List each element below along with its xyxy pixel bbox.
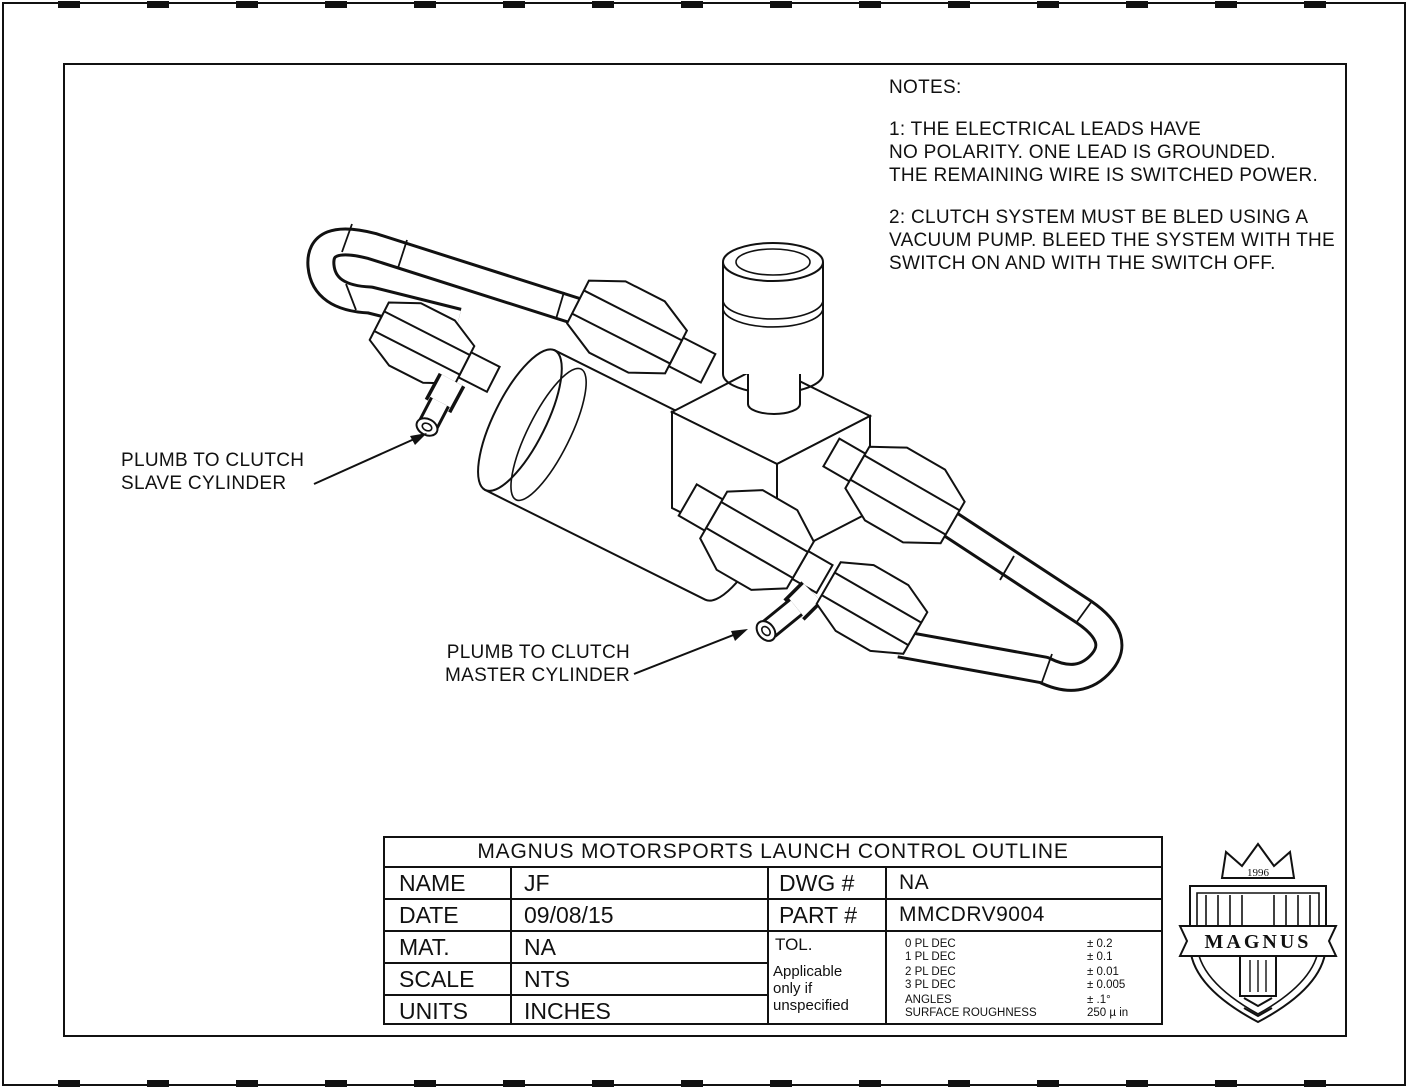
- tol-row: SURFACE ROUGHNESS 250 µ in: [889, 1007, 1161, 1020]
- logo-year: 1996: [1247, 867, 1270, 879]
- units-value: INCHES: [524, 998, 611, 1024]
- tol-value: ± 0.01: [1087, 966, 1119, 978]
- logo-wordmark: MAGNUS: [1205, 931, 1312, 953]
- callout-master-cylinder: PLUMB TO CLUTCH MASTER CYLINDER: [444, 642, 630, 686]
- tol-name: 0 PL DEC: [905, 938, 956, 950]
- scale-label: SCALE: [385, 964, 512, 994]
- border-zone-ticks-top: [58, 1, 1350, 8]
- scale-value: NTS: [524, 966, 570, 992]
- row-part: PART # MMCDRV9004: [769, 900, 1161, 932]
- title-block: MAGNUS MOTORSPORTS LAUNCH CONTROL OUTLIN…: [383, 836, 1163, 1025]
- fitting-top: [565, 279, 717, 384]
- notes-block: NOTES: 1: THE ELECTRICAL LEADS HAVE NO P…: [889, 76, 1359, 275]
- drawing-title: MAGNUS MOTORSPORTS LAUNCH CONTROL OUTLIN…: [385, 838, 1161, 868]
- column-lines: [1249, 960, 1267, 992]
- chevron-icon: [1243, 1007, 1273, 1018]
- row-dwg: DWG # NA: [769, 868, 1161, 900]
- drawing-frame: [63, 63, 1347, 1037]
- tol-value: 250 µ in: [1087, 1007, 1129, 1019]
- fitting-left: [368, 301, 501, 394]
- name-label: NAME: [385, 868, 512, 898]
- tube-lower-loop: [897, 511, 1124, 692]
- name-value: JF: [524, 870, 550, 896]
- leader-slave: [313, 433, 427, 485]
- row-name: NAME JF: [385, 868, 767, 900]
- port-slave-nipple: [415, 372, 466, 437]
- tolerance-cell: TOL. Applicable only if unspecified: [769, 932, 887, 1023]
- dwg-label: DWG #: [769, 868, 887, 898]
- mat-label: MAT.: [385, 932, 512, 962]
- shield-stripes: [1205, 895, 1311, 926]
- tolerance-values: 0 PL DEC ± 0.2 1 PL DEC ± 0.1 2 PL DEC ±…: [889, 932, 1161, 1023]
- part-label: PART #: [769, 900, 887, 930]
- part-value: MMCDRV9004: [899, 903, 1045, 926]
- tol-value: ± .1°: [1087, 994, 1111, 1006]
- fitting-right: [822, 437, 966, 545]
- tol-name: 1 PL DEC: [905, 951, 956, 963]
- banner-ribbon: [1178, 925, 1338, 957]
- border-zone-ticks-bottom: [58, 1080, 1350, 1087]
- tol-name: SURFACE ROUGHNESS: [905, 1007, 1037, 1019]
- tol-label: TOL.: [775, 935, 813, 954]
- row-units: UNITS INCHES: [385, 996, 767, 1024]
- tol-note: Applicable only if unspecified: [773, 963, 849, 1014]
- tol-row: 2 PL DEC ± 0.01: [889, 966, 1161, 979]
- magnus-logo: 1996 MAGNUS: [1178, 842, 1338, 1024]
- title-block-right: DWG # NA PART # MMCDRV9004 TOL. Applicab…: [767, 868, 1161, 1023]
- tube-upper-loop: [306, 223, 647, 346]
- chevron-icon: [1243, 997, 1273, 1008]
- row-mat: MAT. NA: [385, 932, 767, 964]
- dwg-value: NA: [899, 871, 930, 894]
- fitting-bottom: [677, 483, 834, 595]
- date-label: DATE: [385, 900, 512, 930]
- date-value: 09/08/15: [524, 902, 614, 928]
- tol-row: 0 PL DEC ± 0.2: [889, 938, 1161, 951]
- tol-row: ANGLES ± .1°: [889, 994, 1161, 1007]
- callout-slave-cylinder: PLUMB TO CLUTCH SLAVE CYLINDER: [121, 450, 305, 494]
- units-label: UNITS: [385, 996, 512, 1024]
- tol-name: 2 PL DEC: [905, 966, 956, 978]
- mat-value: NA: [524, 934, 556, 960]
- row-scale: SCALE NTS: [385, 964, 767, 996]
- notes-heading: NOTES:: [889, 77, 962, 98]
- port-master-nipple: [755, 581, 823, 642]
- leader-master: [633, 629, 748, 675]
- tol-value: ± 0.005: [1087, 979, 1126, 991]
- tol-name: ANGLES: [905, 994, 952, 1006]
- tol-row: 1 PL DEC ± 0.1: [889, 951, 1161, 964]
- tol-row: 3 PL DEC ± 0.005: [889, 979, 1161, 992]
- note-1: 1: THE ELECTRICAL LEADS HAVE NO POLARITY…: [889, 119, 1319, 186]
- fitting-tee: [815, 561, 929, 655]
- row-date: DATE 09/08/15: [385, 900, 767, 932]
- crown-icon: [1220, 842, 1296, 879]
- tol-value: ± 0.1: [1087, 951, 1113, 963]
- tol-name: 3 PL DEC: [905, 979, 956, 991]
- tol-value: ± 0.2: [1087, 938, 1113, 950]
- solenoid-cylinder: [722, 242, 824, 415]
- note-2: 2: CLUTCH SYSTEM MUST BE BLED USING A VA…: [889, 207, 1336, 274]
